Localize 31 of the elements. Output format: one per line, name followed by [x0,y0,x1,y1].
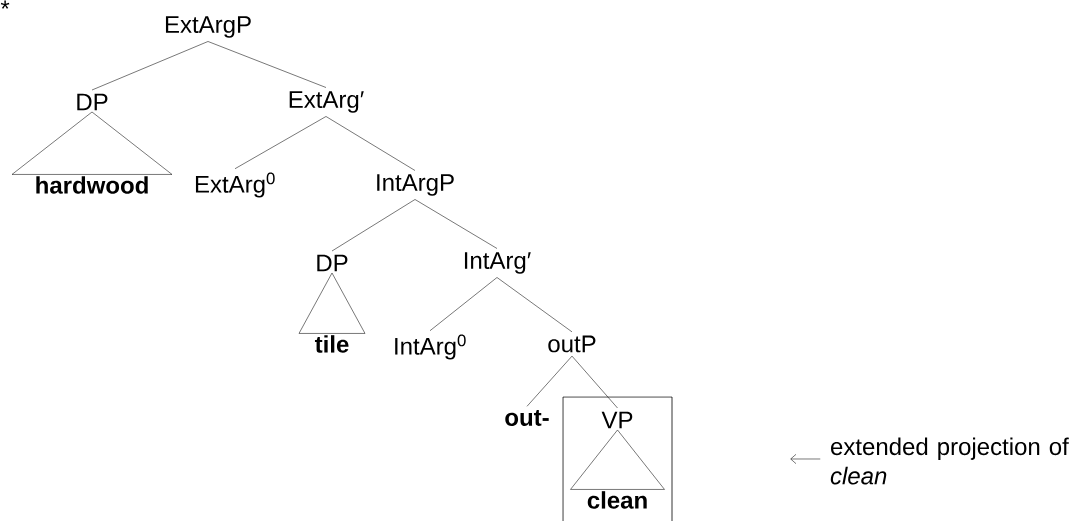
category-label: DP [317,254,348,272]
category-label: ExtArgP [165,16,251,38]
word-label: tile [314,335,349,353]
triangle-roof [570,429,665,490]
triangle-roof [298,272,366,334]
word-label: clean [587,491,647,509]
category-label: DP [77,93,108,111]
arrow [790,454,821,464]
branch-line [496,277,573,333]
branch-line [325,116,416,171]
category-label: outP [548,335,596,353]
asterisk-mark: * [0,0,10,9]
annotation-text: extended projection of clean [830,437,1069,485]
category-label: ExtArg′ [289,91,364,113]
branch-line [414,199,498,249]
branch-line [571,355,618,409]
branch-line [526,355,573,407]
word-label: hardwood [36,176,148,194]
category-label: VP [601,411,633,429]
frame-box [562,396,673,521]
branch-line [429,277,498,331]
branch-line [207,41,327,88]
category-label: IntArg′ [464,252,531,274]
category-label: IntArgP [377,174,454,196]
branch-line [91,41,209,91]
category-label: ExtArg$^{0}$ [195,172,275,198]
word-label: out- [505,410,549,426]
branch-line [331,199,416,252]
category-label: IntArg$^{0}$ [395,334,466,360]
branch-line [234,116,327,169]
triangle-roof [11,111,173,175]
